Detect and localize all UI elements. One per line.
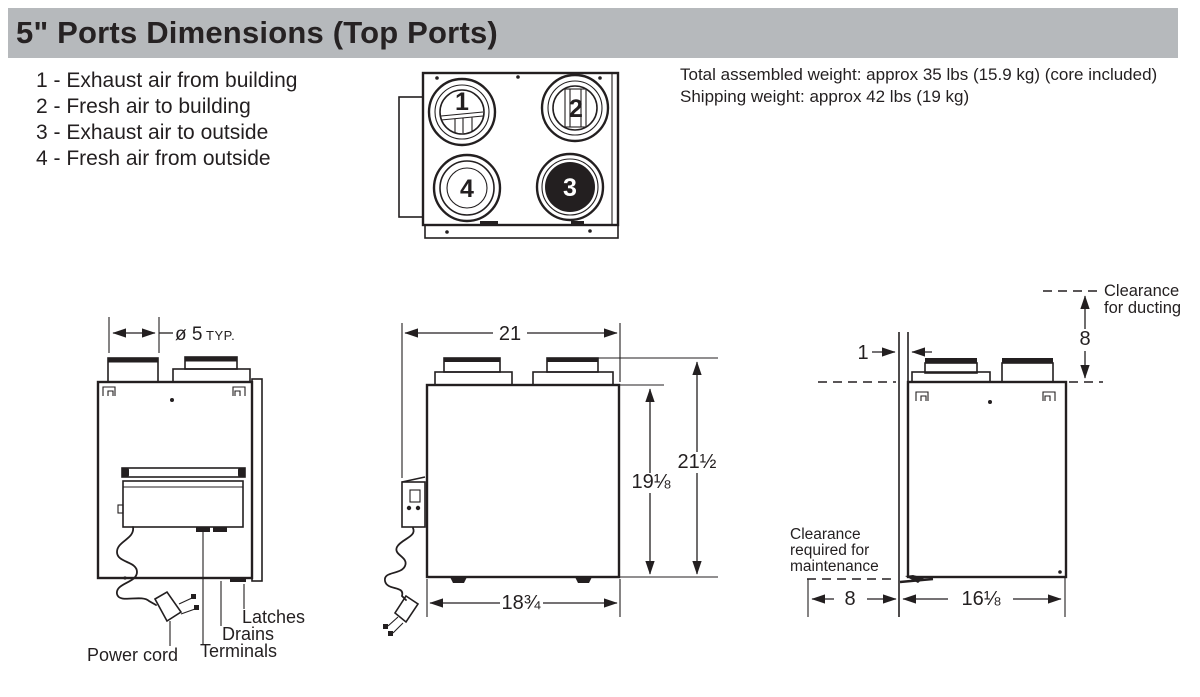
port-legend: 1 - Exhaust air from building 2 - Fresh … bbox=[36, 68, 297, 172]
port-1-number: 1 bbox=[455, 88, 469, 116]
front-view-diagram: ø 5 TYP. bbox=[87, 317, 305, 665]
port-4-number: 4 bbox=[460, 175, 474, 203]
legend-item-4: 4 - Fresh air from outside bbox=[36, 147, 271, 170]
weight-info: Total assembled weight: approx 35 lbs (1… bbox=[680, 64, 1157, 108]
maintenance-label-3: maintenance bbox=[790, 558, 879, 575]
wall-lines bbox=[898, 332, 909, 617]
page-title: 5" Ports Dimensions (Top Ports) bbox=[16, 15, 498, 50]
top-view-cabinet-outline bbox=[398, 71, 620, 239]
ducting-clearance: Clearance for ducting 8 bbox=[1043, 282, 1181, 379]
port-2: 2 bbox=[540, 73, 610, 143]
front-dim-diameter-typ: TYP. bbox=[206, 328, 235, 343]
port-3-number: 3 bbox=[563, 174, 577, 202]
dim-18-3-4-text: 18¾ bbox=[502, 592, 541, 614]
dim-maint-8-text: 8 bbox=[844, 588, 855, 610]
section-title-bar: 5" Ports Dimensions (Top Ports) bbox=[8, 8, 1178, 58]
port-2-number: 2 bbox=[569, 95, 583, 123]
corner-bracket-icon bbox=[102, 386, 116, 396]
front-power-cord bbox=[116, 526, 199, 623]
corner-bracket-icon bbox=[915, 391, 929, 401]
dim-21-text: 21 bbox=[499, 323, 521, 345]
top-view-diagram: 1 2 4 3 bbox=[398, 71, 620, 239]
clearance-view-diagram: Clearance for ducting 8 1 bbox=[790, 282, 1181, 617]
side-power-cord bbox=[383, 527, 420, 636]
clearance-unit-outline bbox=[818, 358, 1103, 584]
assembled-weight: Total assembled weight: approx 35 lbs (1… bbox=[680, 65, 1158, 84]
side-dim-bottom-width: 18¾ bbox=[426, 579, 621, 617]
drains-label: Drains bbox=[222, 624, 274, 644]
side-dim-body-height: 19⅛ bbox=[632, 388, 671, 575]
power-cord-label: Power cord bbox=[87, 645, 178, 665]
dim-16-1-8-text: 16⅛ bbox=[962, 588, 1001, 610]
port-1: 1 bbox=[427, 77, 497, 147]
maintenance-label-2: required for bbox=[790, 542, 869, 559]
corner-bracket-icon bbox=[232, 386, 246, 396]
front-dim-diameter-text: ø 5 bbox=[175, 324, 202, 345]
front-callouts: Power cord Terminals Drains Latches bbox=[87, 532, 305, 665]
side-view-diagram: 21 bbox=[383, 323, 718, 636]
ducting-clearance-label-2: for ducting bbox=[1104, 299, 1181, 317]
side-dim-top-width: 21 bbox=[401, 323, 621, 478]
corner-bracket-icon bbox=[1042, 391, 1056, 401]
dim-19-1-8-text: 19⅛ bbox=[632, 471, 671, 493]
legend-item-3: 3 - Exhaust air to outside bbox=[36, 121, 269, 144]
port-4: 4 bbox=[432, 153, 502, 223]
terminals-label: Terminals bbox=[200, 641, 277, 661]
wall-gap-dimension: 1 bbox=[857, 342, 932, 364]
ducting-clearance-label-1: Clearance bbox=[1104, 282, 1179, 300]
side-reference-lines bbox=[598, 357, 718, 578]
dim-21-1-2-text: 21½ bbox=[678, 451, 717, 473]
side-dim-overall-height: 21½ bbox=[678, 361, 717, 575]
side-unit-outline bbox=[401, 357, 621, 583]
legend-item-2: 2 - Fresh air to building bbox=[36, 95, 251, 118]
front-unit-outline bbox=[96, 356, 263, 582]
port-3: 3 bbox=[535, 152, 605, 222]
maintenance-label-1: Clearance bbox=[790, 526, 861, 543]
dim-duct-8-text: 8 bbox=[1079, 328, 1090, 350]
shipping-weight: Shipping weight: approx 42 lbs (19 kg) bbox=[680, 87, 970, 106]
dim-1-text: 1 bbox=[857, 342, 868, 364]
legend-item-1: 1 - Exhaust air from building bbox=[36, 69, 298, 92]
front-dim-port-diameter: ø 5 TYP. bbox=[108, 317, 235, 353]
latches-label: Latches bbox=[242, 607, 305, 627]
maintenance-clearance: Clearance required for maintenance 8 bbox=[790, 526, 897, 617]
depth-dimension: 16⅛ bbox=[902, 577, 1066, 617]
